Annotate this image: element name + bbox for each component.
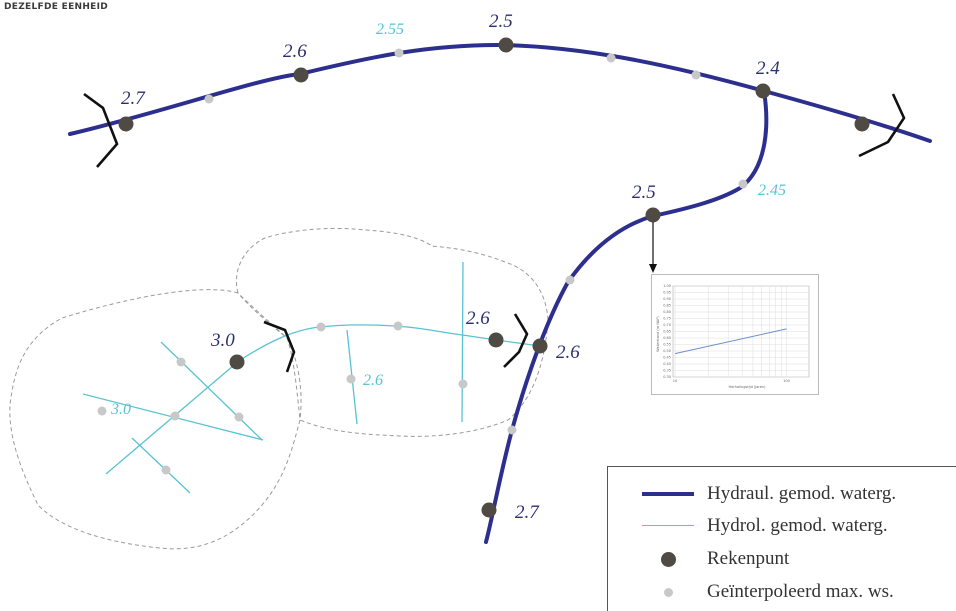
interpolated-point [507,425,517,435]
value-label: 2.5 [489,11,513,32]
chart-y-tick-label: 0.55 [663,343,671,347]
hydrol-branch [131,437,191,494]
legend-label: Geïnterpoleerd max. ws. [707,581,894,602]
interpolated-value-label: 2.6 [363,372,383,389]
rekenpunt [293,67,309,83]
chart-x-tick-label: 100 [783,379,790,383]
weir-symbol [858,93,906,158]
value-label: 2.7 [515,502,540,523]
rekenpunt [481,502,497,518]
rekenpunt [645,207,661,223]
chart-y-tick-label: 0.40 [663,362,671,366]
chart-x-ticks: 10 100 [673,379,790,383]
value-label: 2.7 [121,88,146,109]
chart-y-tick-label: 0.50 [663,349,671,353]
chart-series-line [674,328,787,355]
chart-y-tick-label: 0.65 [663,330,671,334]
chart-y-tick-label: 0.30 [663,375,671,379]
interpolated-point [204,94,214,104]
rekenpunt [498,37,514,53]
value-label: 2.6 [466,308,490,329]
chart-y-tick-label: 0.60 [663,336,671,340]
rekenpunt [488,332,504,348]
value-label: 2.6 [556,342,580,363]
interpolated-point [606,53,616,63]
hydrol-waterways [82,261,541,494]
interpolated-point-icon [664,588,673,597]
interpolated-point [316,322,326,332]
value-label: 2.4 [756,58,780,79]
interpolated-value-label: 2.55 [376,21,404,38]
legend-item-hydraul: Hydraul. gemod. waterg. [608,481,956,507]
interpolated-point [170,411,180,421]
interpolated-point [161,465,171,475]
interpolated-point [176,357,186,367]
legend-label: Rekenpunt [707,548,790,569]
hydrol-main-waterway [236,324,541,363]
weir-symbol [503,313,529,368]
chart-y-ticks: 1.00 0.95 0.90 0.85 0.80 0.75 0.70 0.65 0.60 0.55… [663,284,671,379]
interpolated-value-label: 3.0 [110,401,131,418]
chart-y-tick-label: 1.00 [663,284,671,288]
weir-symbol [83,92,119,168]
chart-y-tick-label: 0.75 [663,317,671,321]
thick-line-icon [642,492,694,496]
rekenpunt [118,116,134,132]
catchment-boundary-left [9,289,302,550]
rekenpunt [755,83,771,99]
legend-label: Hydraul. gemod. waterg. [707,483,897,504]
interpolated-point [691,70,701,80]
rekenpunt [854,116,870,132]
hydrol-branch [461,261,464,423]
interpolated-point [234,412,244,422]
waterlevel-chart: 1.00 0.95 0.90 0.85 0.80 0.75 0.70 0.65 0.60 0.55… [651,274,819,395]
chart-y-tick-label: 0.85 [663,304,671,308]
interpolated-point [393,321,403,331]
legend-label: Hydrol. gemod. waterg. [707,515,888,536]
rekenpunt-icon [661,552,676,567]
legend-item-rekenpunt: Rekenpunt [608,546,956,572]
arrow-to-chart [649,222,657,273]
interpolated-point [565,275,575,285]
page-title: DEZELFDE EENHEID [4,2,109,12]
chart-ylabel: Waterstand (m NAP) [656,316,660,352]
interpolated-point [458,379,468,389]
interpolated-points [97,48,748,475]
structures [83,92,906,373]
rekenpunt [532,338,548,354]
interpolated-point [394,48,404,58]
rekenpunten [118,37,870,518]
chart-x-tick-label: 10 [673,379,677,383]
legend-item-hydrol: Hydrol. gemod. waterg. [608,513,956,539]
hydraul-main-waterway [68,42,932,143]
hydrol-branch [160,341,263,441]
interpolated-point [346,374,356,384]
value-label: 3.0 [210,330,235,351]
chart-y-tick-label: 0.45 [663,356,671,360]
chart-frame [651,274,819,395]
chart-y-tick-label: 0.70 [663,323,671,327]
legend-item-interpolated: Geïnterpoleerd max. ws. [608,579,956,605]
weir-symbol [263,320,296,373]
chart-y-tick-label: 0.95 [663,291,671,295]
chart-y-tick-label: 0.80 [663,310,671,314]
interpolated-value-label: 2.45 [758,182,786,199]
rekenpunt [229,354,245,370]
chart-series [674,328,787,355]
thin-line-icon [642,525,694,526]
catchment-boundary-right [236,227,549,437]
interpolated-point [738,179,748,189]
chart-y-tick-label: 0.35 [663,369,671,373]
chart-y-tick-label: 0.90 [663,297,671,301]
chart-xlabel: Herhalingstijd (jaren) [729,385,767,389]
value-label: 2.6 [283,41,307,62]
legend: Hydraul. gemod. waterg. Hydrol. gemod. w… [607,466,956,611]
value-label: 2.5 [632,182,656,203]
interpolated-point [97,406,107,416]
